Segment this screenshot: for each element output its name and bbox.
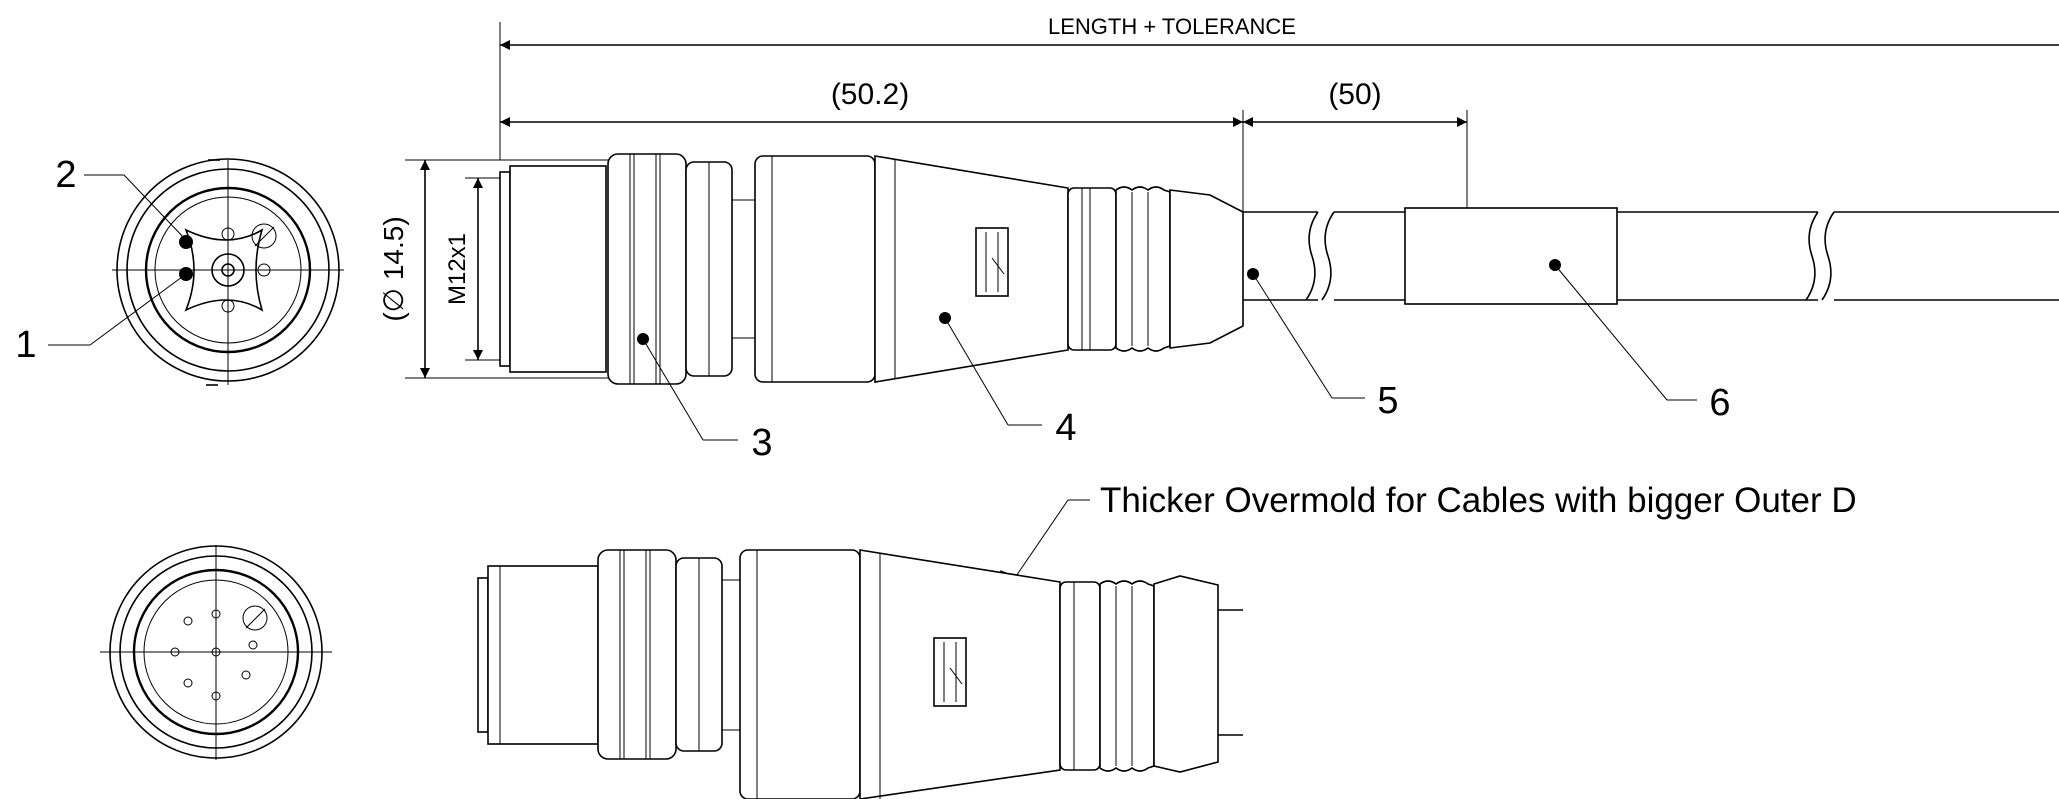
connector-length-dimension: (50.2) [500, 78, 1244, 212]
connector-face-view-top [112, 158, 344, 386]
callout-2: 2 [55, 154, 187, 241]
callout-3: 3 [637, 333, 773, 464]
cable-top [1243, 207, 2059, 305]
callout-5-label: 5 [1377, 380, 1398, 422]
callout-2-label: 2 [55, 154, 76, 196]
cable-offset-label: (50) [1328, 78, 1381, 111]
diameter-label: (∅ 14.5) [378, 216, 409, 321]
brad-logo-bottom [933, 637, 967, 707]
callout-6: 6 [1549, 259, 1731, 424]
thread-label: M12x1 [444, 233, 471, 305]
overmold-note: Thicker Overmold for Cables with bigger … [1000, 481, 1857, 590]
overmold-note-text: Thicker Overmold for Cables with bigger … [1100, 481, 1857, 520]
callout-1-label: 1 [15, 324, 36, 366]
thread-dimension: M12x1 [444, 177, 505, 361]
callout-4-label: 4 [1055, 407, 1076, 449]
callout-5: 5 [1247, 268, 1399, 422]
callout-6-label: 6 [1709, 382, 1730, 424]
connector-side-view-top [499, 153, 1244, 385]
connector-length-label: (50.2) [831, 78, 909, 111]
brad-logo [975, 227, 1009, 297]
callout-1: 1 [15, 273, 187, 366]
callout-4: 4 [939, 312, 1077, 449]
connector-face-view-bottom [100, 545, 332, 760]
callout-3-label: 3 [751, 422, 772, 464]
overall-length-label: LENGTH + TOLERANCE [1048, 14, 1296, 39]
connector-side-view-bottom [477, 549, 1243, 799]
cable-offset-dimension: (50) [1243, 78, 1468, 225]
diameter-dimension: (∅ 14.5) [378, 159, 618, 379]
overall-length-dimension: LENGTH + TOLERANCE [499, 14, 2059, 160]
